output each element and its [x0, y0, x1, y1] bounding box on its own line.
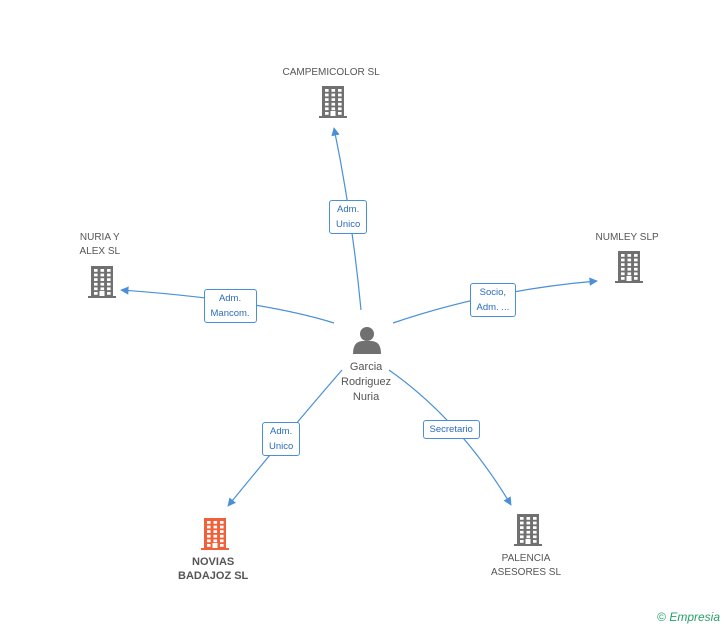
- edge-label-novias[interactable]: Adm. Unico: [262, 422, 301, 456]
- edge-label-nuria-alex[interactable]: Adm. Mancom.: [203, 289, 257, 323]
- node-label-campemicolor: CAMPEMICOLOR SL: [283, 66, 380, 80]
- node-label-palencia-line: PALENCIA: [501, 553, 551, 564]
- edge-label-line: Adm.: [337, 204, 360, 215]
- person-icon[interactable]: [353, 327, 381, 354]
- building-icon[interactable]: [201, 518, 229, 550]
- node-label-campemicolor-line: CAMPEMICOLOR SL: [282, 67, 380, 78]
- edge-label-campemicolor[interactable]: Adm. Unico: [329, 200, 368, 234]
- edge-label-palencia[interactable]: Secretario: [422, 419, 480, 439]
- node-label-nuria-alex: NURIA Y ALEX SL: [80, 231, 121, 259]
- center-person-label-line: Rodriguez: [341, 376, 392, 388]
- edge-label-numley[interactable]: Socio, Adm. ...: [469, 283, 517, 317]
- edge-label-line: Socio,: [479, 287, 507, 298]
- node-label-palencia: PALENCIA ASESORES SL: [491, 552, 561, 580]
- edge-label-line: Adm. ...: [476, 302, 510, 313]
- edge-label-line: Unico: [336, 219, 361, 230]
- node-label-palencia-line: ASESORES SL: [491, 567, 562, 578]
- edge-label-line: Adm.: [218, 293, 242, 304]
- center-person-label-line: Nuria: [352, 391, 380, 403]
- edge-label-line: Secretario: [429, 423, 473, 435]
- footer-brand: © Empresia: [657, 610, 720, 624]
- edge-label-line: Adm.: [270, 426, 293, 437]
- node-label-numley-line: NUMLEY SLP: [595, 232, 659, 243]
- building-icon[interactable]: [514, 514, 542, 546]
- node-label-novias-line: NOVIAS: [192, 556, 235, 568]
- node-label-novias-line: BADAJOZ SL: [178, 570, 249, 582]
- brand-name: Empresia: [669, 610, 720, 624]
- edge-label-line: Unico: [269, 441, 294, 452]
- node-label-numley: NUMLEY SLP: [596, 231, 659, 245]
- edge-label-line: Mancom.: [210, 308, 250, 319]
- building-icon[interactable]: [319, 86, 347, 118]
- node-label-nuria-alex-line: ALEX SL: [79, 246, 121, 257]
- copyright-symbol: ©: [657, 610, 666, 624]
- building-icon[interactable]: [615, 251, 643, 283]
- node-label-novias: NOVIAS BADAJOZ SL: [178, 555, 248, 583]
- node-label-nuria-alex-line: NURIA Y: [79, 232, 120, 243]
- building-icon[interactable]: [88, 266, 116, 298]
- center-person-label-line: Garcia: [349, 361, 383, 373]
